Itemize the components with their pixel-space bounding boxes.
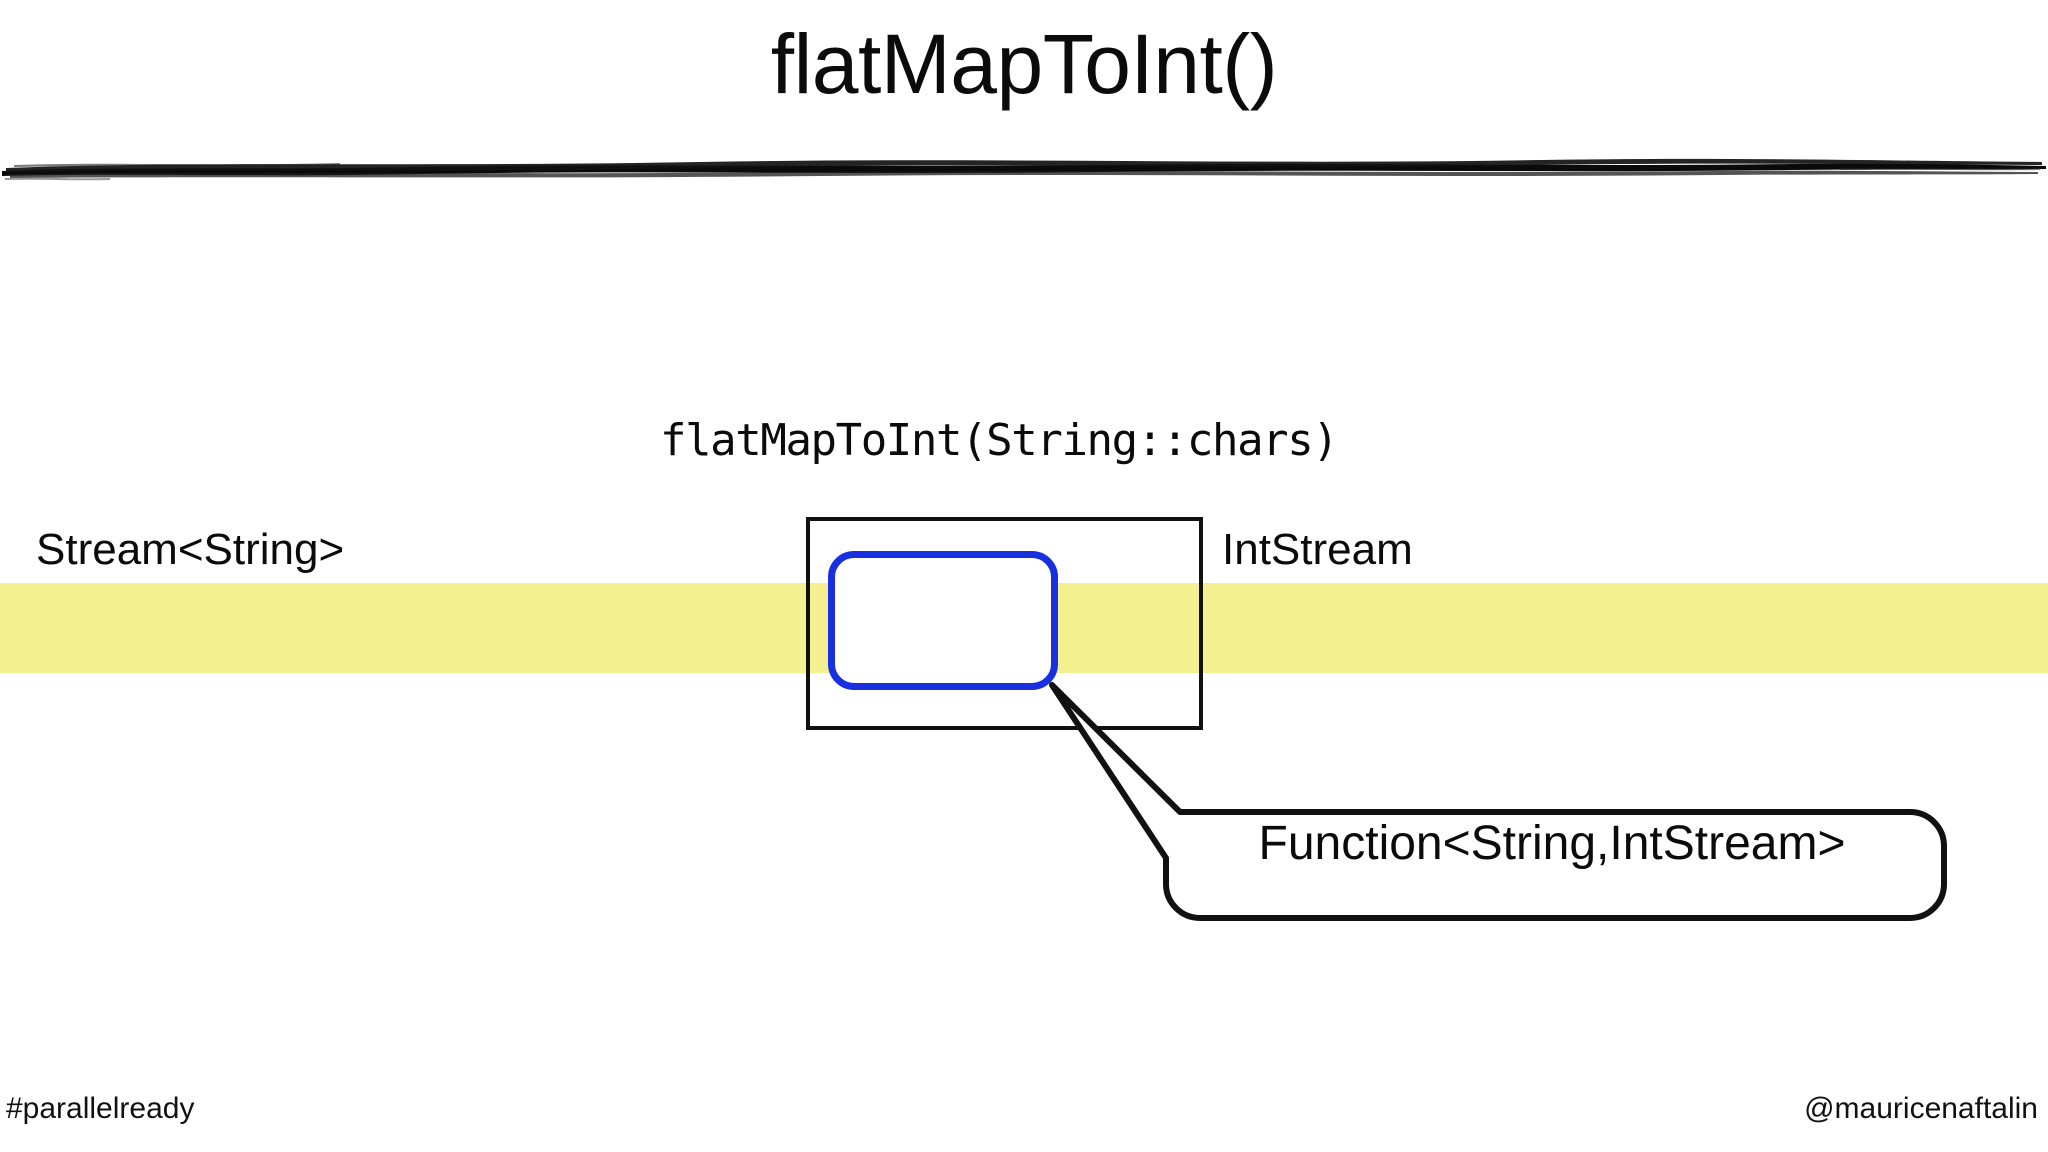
page-title: flatMapToInt()	[770, 17, 1278, 111]
source-type-label: Stream<String>	[36, 525, 345, 574]
function-box	[828, 551, 1058, 690]
title-underline-brush-stroke	[0, 148, 2048, 188]
callout-label: Function<String,IntStream>	[1258, 817, 1846, 870]
footer-handle: @mauricenaftalin	[1804, 1092, 2038, 1125]
footer-hashtag: #parallelready	[6, 1092, 195, 1125]
operation-label: flatMapToInt(String::chars)	[660, 415, 1339, 466]
callout-balloon	[1030, 672, 1960, 932]
target-type-label: IntStream	[1222, 525, 1413, 574]
operation-box	[806, 517, 1203, 730]
stream-band-inner-segment	[1058, 606, 1180, 654]
